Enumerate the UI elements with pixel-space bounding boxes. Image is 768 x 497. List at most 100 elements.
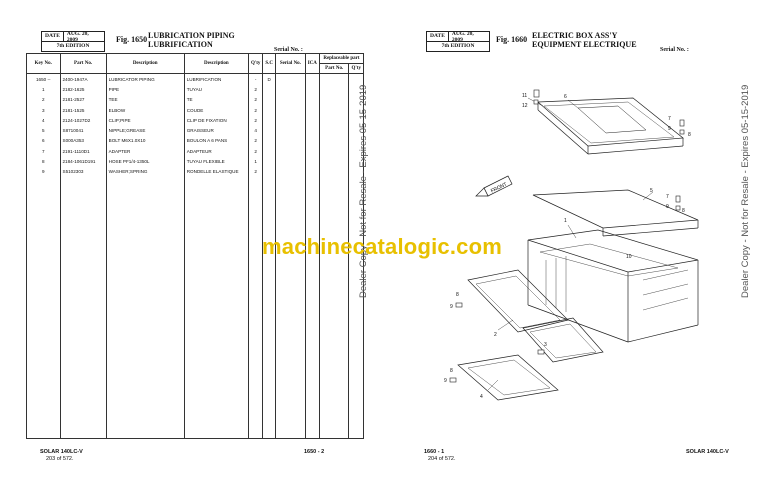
title-en: LUBRICATION PIPING <box>148 31 235 40</box>
cell-empty <box>275 176 306 439</box>
cell-empty <box>348 84 364 95</box>
cell-empty <box>318 94 350 105</box>
center-watermark: machinecatalogic.com <box>262 234 502 259</box>
date-label: DATE <box>42 32 64 41</box>
cell-part: 2181-1525 <box>59 104 107 116</box>
callout-6: 6 <box>564 94 567 100</box>
cell-empty <box>304 104 320 116</box>
figure-titles: ELECTRIC BOX ASS'Y EQUIPMENT ELECTRIQUE <box>532 31 637 49</box>
cell-desc-fr: ADAPTEUR <box>183 146 249 157</box>
callout-9c: 9 <box>450 304 453 310</box>
cell-desc-fr: TUYAU <box>183 84 249 95</box>
cell-key: 3 <box>26 104 61 116</box>
cell-key: 9 <box>26 166 61 177</box>
cell-empty <box>348 73 364 85</box>
tray-4 <box>457 354 559 401</box>
cell-empty <box>304 84 320 95</box>
cell-empty <box>348 156 364 167</box>
cell-empty <box>304 94 320 105</box>
callout-9: 9 <box>668 126 671 132</box>
edition: 7th EDITION <box>56 43 90 49</box>
cell-qty: 2 <box>247 115 264 126</box>
cell-sc <box>262 104 277 116</box>
cell-key: 7 <box>26 146 61 157</box>
bracket-plate <box>532 189 699 229</box>
col-serial-no: Serial No. <box>275 53 306 74</box>
col-part-no: Part No. <box>59 53 107 74</box>
tray-3 <box>522 317 604 363</box>
cell-empty <box>275 166 306 177</box>
cell-empty <box>318 156 350 167</box>
cell-desc-fr: CLIP DE FIXATION <box>183 115 249 126</box>
cell-empty <box>348 166 364 177</box>
cell-sc <box>262 84 277 95</box>
serial-label: Serial No. : <box>274 47 303 53</box>
figure-label: Fig. 1660 <box>496 35 527 44</box>
cell-empty <box>318 84 350 95</box>
cell-empty <box>275 84 306 95</box>
cell-part: 2124-1027D2 <box>59 115 107 126</box>
cell-empty <box>275 115 306 126</box>
fig-prefix: Fig. <box>116 35 130 44</box>
front-arrow: FRONT <box>475 175 513 197</box>
cell-empty <box>304 73 320 85</box>
cell-desc-fr: TUYAU FLEXIBLE <box>183 156 249 167</box>
cell-qty: 2 <box>247 135 264 147</box>
callout-11: 11 <box>522 93 527 99</box>
cell-key: 1650 -- <box>26 73 61 85</box>
parts-table: Key No. Part No. Description Description… <box>26 53 365 439</box>
cell-empty <box>318 166 350 177</box>
cell-desc-fr: LUBRIFICATION <box>183 73 249 85</box>
cell-desc-en: LUBRICATOR PIPING <box>105 73 185 85</box>
cell-sc <box>262 135 277 147</box>
cell-desc-en: WASHER;SPRING <box>105 166 185 177</box>
cell-key: 8 <box>26 156 61 167</box>
col-rp-part-no: Part No. <box>318 63 350 74</box>
cell-empty <box>304 156 320 167</box>
fig-prefix: Fig. <box>496 35 510 44</box>
cell-desc-en: BOLT M6X1.0X10 <box>105 135 185 147</box>
cell-empty <box>275 104 306 116</box>
cell-empty <box>348 125 364 136</box>
cell-empty <box>304 176 320 439</box>
cell-empty <box>304 125 320 136</box>
cell-empty <box>318 135 350 147</box>
cell-empty <box>26 176 61 439</box>
edition: 7th EDITION <box>441 43 475 49</box>
callout-9b: 9 <box>666 204 669 210</box>
cell-qty: 2 <box>247 166 264 177</box>
cell-empty <box>262 176 277 439</box>
footer-page-count: 204 of 572. <box>428 456 456 462</box>
fig-number: 1660 <box>511 35 528 44</box>
col-rp-qty: Q'ty <box>348 63 364 74</box>
cell-part: S8710041 <box>59 125 107 136</box>
cell-part: 2181-2527 <box>59 94 107 105</box>
cell-empty <box>318 73 350 85</box>
cell-empty <box>318 125 350 136</box>
cell-qty: - <box>247 73 264 85</box>
cell-qty: 2 <box>247 146 264 157</box>
cell-sc: D <box>262 73 277 85</box>
cell-part: 2191-1110D1 <box>59 146 107 157</box>
cell-empty <box>304 166 320 177</box>
cell-part: S000A353 <box>59 135 107 147</box>
electric-box-exploded-drawing: FRONT 11 12 6 7 9 8 5 7 9 8 1 10 2 8 9 3… <box>444 89 699 401</box>
cell-key: 4 <box>26 115 61 126</box>
cell-empty <box>348 176 364 439</box>
cell-part: 2400-1947A <box>59 73 107 85</box>
cell-qty: 1 <box>247 156 264 167</box>
callout-8: 8 <box>688 132 691 138</box>
figure-label: Fig. 1650 <box>116 35 147 44</box>
callout-4: 4 <box>480 394 483 400</box>
cell-empty <box>275 156 306 167</box>
cell-empty <box>304 115 320 126</box>
cell-empty <box>348 104 364 116</box>
date-label: DATE <box>427 32 449 41</box>
